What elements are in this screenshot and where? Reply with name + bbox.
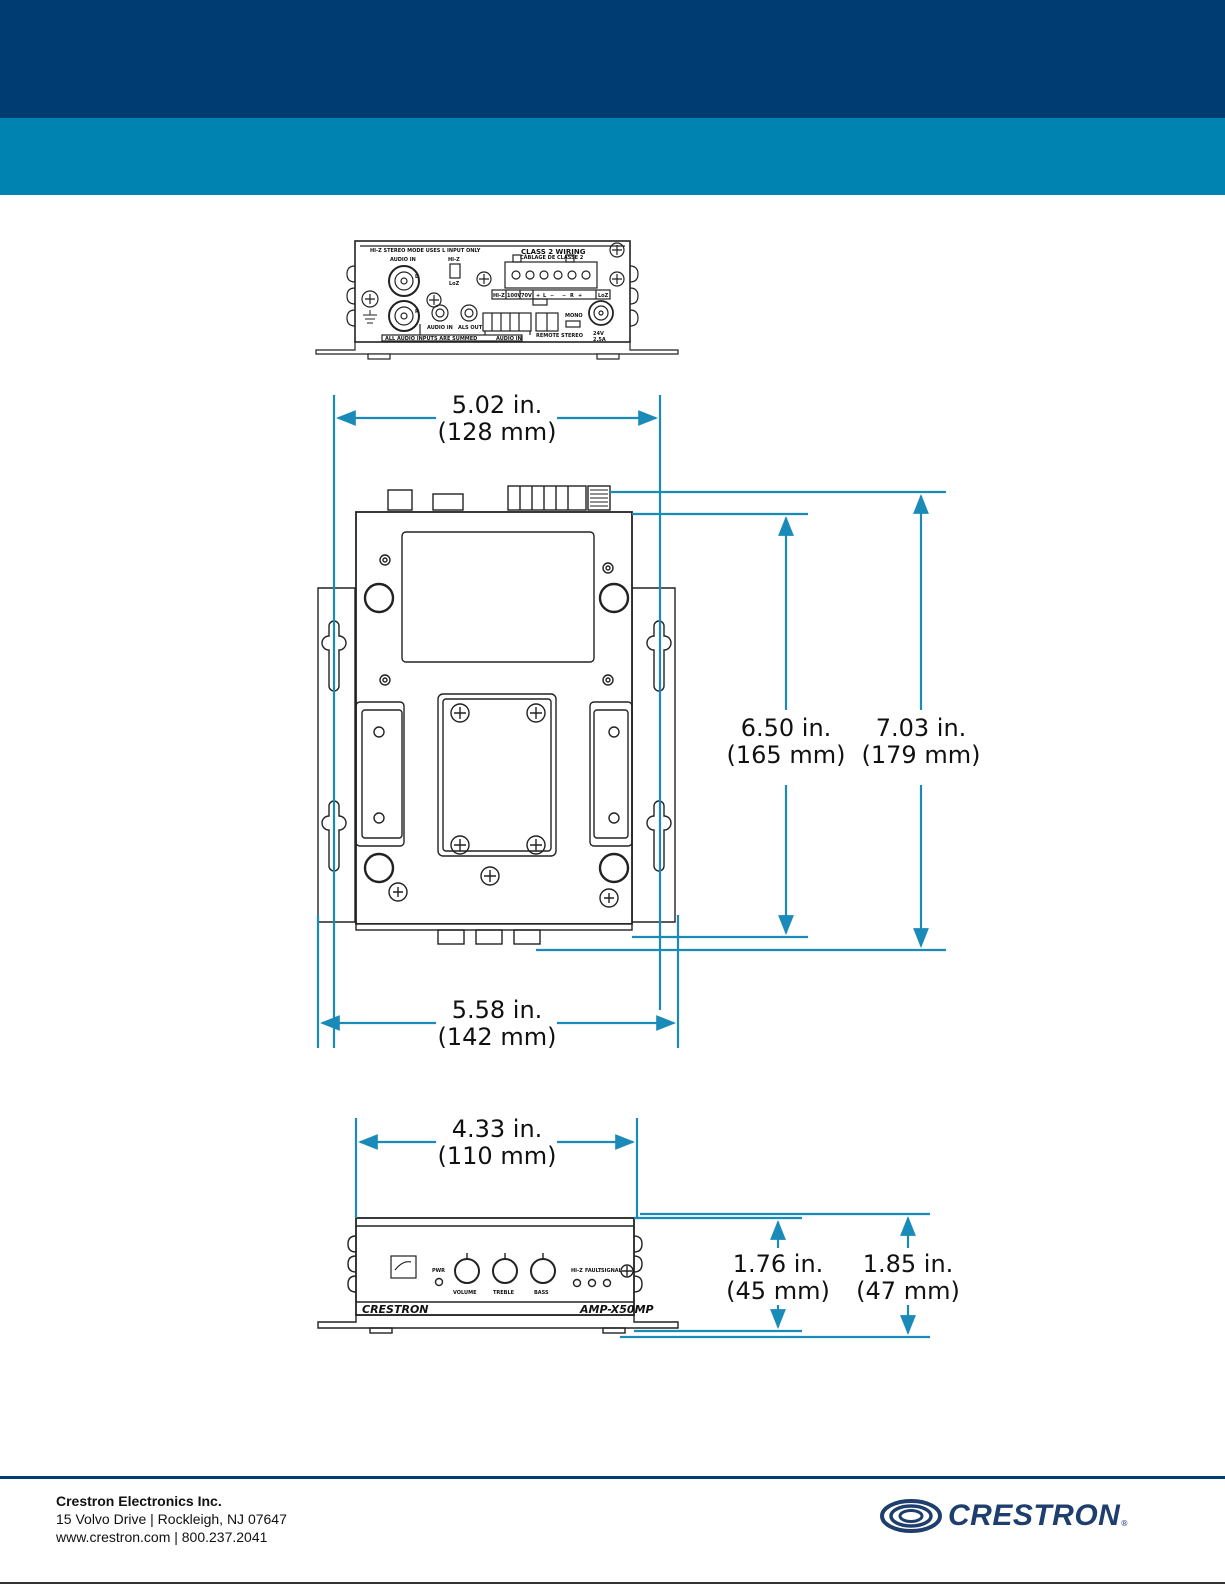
- svg-text:LoZ: LoZ: [598, 293, 609, 299]
- front-panel-labels: PWR VOLUME TREBLE BASS HI-Z FAULT SIGNAL…: [362, 1268, 654, 1316]
- svg-text:AUDIO IN: AUDIO IN: [390, 257, 416, 263]
- svg-text:VOLUME: VOLUME: [453, 1290, 477, 1296]
- svg-text:MONO: MONO: [565, 313, 583, 319]
- svg-text:R: R: [570, 293, 574, 299]
- footer-bottom-line: [0, 1582, 1225, 1584]
- dim-width-front-imperial: 4.33 in.: [452, 1115, 543, 1143]
- svg-text:HI-Z: HI-Z: [571, 1268, 583, 1274]
- crestron-swirl-icon: [880, 1499, 942, 1533]
- logo-registered-mark: ®: [1120, 1519, 1129, 1528]
- svg-text:24V: 24V: [593, 331, 604, 337]
- footer-divider: [0, 1476, 1225, 1479]
- company-web-phone: www.crestron.com | 800.237.2041: [56, 1529, 268, 1545]
- svg-text:PWR: PWR: [432, 1268, 445, 1274]
- company-address: 15 Volvo Drive | Rockleigh, NJ 07647: [56, 1511, 287, 1527]
- svg-text:ALS OUT: ALS OUT: [458, 325, 483, 331]
- svg-text:L: L: [415, 274, 419, 280]
- svg-text:AUDIO IN: AUDIO IN: [427, 325, 453, 331]
- svg-text:STEREO: STEREO: [561, 333, 583, 339]
- svg-text:BASS: BASS: [534, 1290, 549, 1296]
- svg-text:REMOTE: REMOTE: [536, 333, 560, 339]
- dim-height-overall-imperial: 1.85 in.: [863, 1250, 954, 1278]
- logo-wordmark: CRESTRON: [948, 1499, 1121, 1532]
- header-band-light: [0, 118, 1225, 195]
- svg-text:LoZ: LoZ: [449, 281, 460, 287]
- dim-height-chassis-metric: (45 mm): [726, 1277, 830, 1305]
- dim-width-front-metric: (110 mm): [438, 1142, 557, 1170]
- svg-text:CLASS 2 WIRING: CLASS 2 WIRING: [521, 248, 586, 256]
- svg-text:+: +: [578, 293, 582, 299]
- svg-text:100V: 100V: [507, 293, 521, 299]
- svg-text:HI-Z: HI-Z: [448, 257, 460, 263]
- svg-text:L: L: [543, 293, 547, 299]
- svg-text:R: R: [415, 309, 419, 315]
- dim-depth-overall-metric: (179 mm): [862, 741, 981, 769]
- svg-text:ALL AUDIO INPUTS ARE SUMMED: ALL AUDIO INPUTS ARE SUMMED: [385, 336, 477, 342]
- svg-text:−: −: [562, 293, 566, 299]
- svg-text:HI-Z: HI-Z: [493, 293, 505, 299]
- front-view: [317, 1217, 679, 1334]
- dim-width-flanges-metric: (142 mm): [438, 1023, 557, 1051]
- company-name: Crestron Electronics Inc.: [56, 1493, 222, 1509]
- svg-text:AUDIO IN: AUDIO IN: [496, 336, 522, 342]
- svg-text:70V: 70V: [521, 293, 532, 299]
- svg-text:CÂBLAGE DE CLASSE 2: CÂBLAGE DE CLASSE 2: [520, 254, 584, 261]
- svg-text:HI-Z STEREO MODE USES L INPUT: HI-Z STEREO MODE USES L INPUT ONLY: [370, 248, 481, 254]
- header-band-dark: [0, 0, 1225, 118]
- rear-panel-labels: HI-Z STEREO MODE USES L INPUT ONLY AUDIO…: [370, 248, 609, 343]
- crestron-logo: CRESTRON ®: [880, 1498, 1128, 1534]
- svg-text:+: +: [536, 293, 540, 299]
- svg-text:−: −: [550, 293, 554, 299]
- svg-text:SIGNAL: SIGNAL: [601, 1268, 623, 1274]
- svg-text:TREBLE: TREBLE: [493, 1290, 515, 1296]
- rear-panel-view: [315, 240, 679, 360]
- footer-contact: Crestron Electronics Inc. 15 Volvo Drive…: [56, 1492, 287, 1546]
- dim-width-flanges-imperial: 5.58 in.: [452, 996, 543, 1024]
- dim-depth-overall-imperial: 7.03 in.: [876, 714, 967, 742]
- svg-text:FAULT: FAULT: [585, 1268, 602, 1274]
- dim-height-chassis-imperial: 1.76 in.: [733, 1250, 824, 1278]
- svg-text:2.5A: 2.5A: [593, 337, 606, 343]
- dim-depth-chassis-metric: (165 mm): [727, 741, 846, 769]
- dimension-labels: 5.02 in. (128 mm) 6.50 in. (165 mm) 7.03…: [438, 391, 981, 1305]
- dim-width-module-imperial: 5.02 in.: [452, 391, 543, 419]
- svg-text:AMP-X50MP: AMP-X50MP: [579, 1303, 654, 1316]
- dimension-lines: [316, 395, 946, 1339]
- dim-width-module-metric: (128 mm): [438, 418, 557, 446]
- dim-depth-chassis-imperial: 6.50 in.: [741, 714, 832, 742]
- dim-height-overall-metric: (47 mm): [856, 1277, 960, 1305]
- top-view: [317, 485, 676, 945]
- svg-text:CRESTRON: CRESTRON: [362, 1303, 429, 1316]
